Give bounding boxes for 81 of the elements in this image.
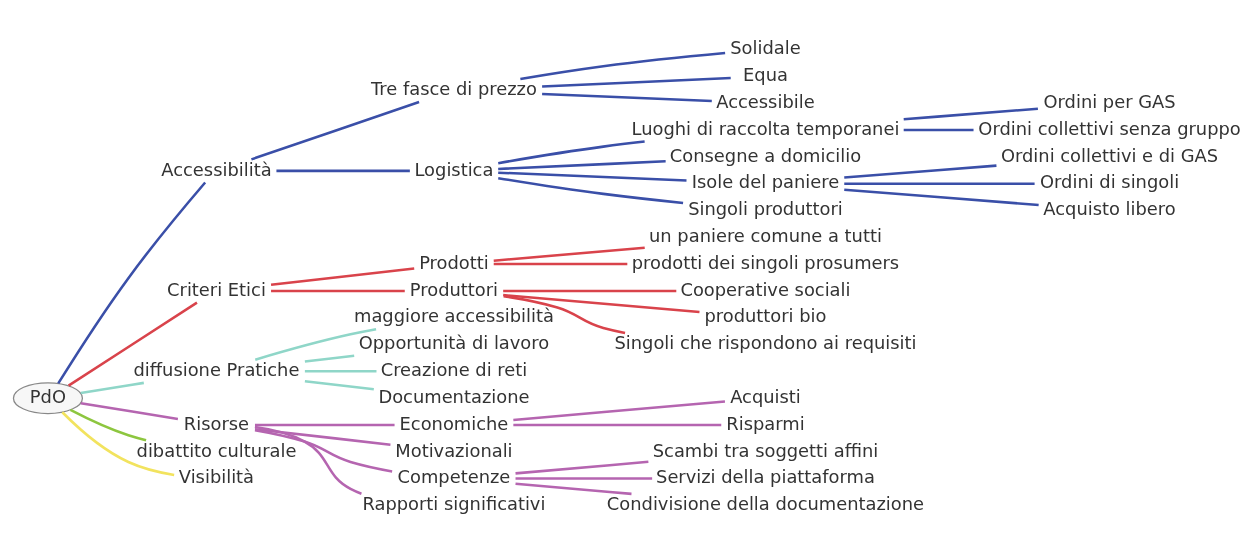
node-text: produttori bio — [704, 304, 827, 326]
connector — [270, 266, 415, 286]
connector — [498, 170, 687, 182]
connector — [498, 176, 684, 204]
connector — [80, 401, 179, 420]
node-text: Logistica — [414, 158, 494, 180]
connector — [304, 369, 377, 373]
node-text: prodotti dei singoli prosumers — [631, 251, 900, 273]
node-text: Ordini collettivi e di GAS — [1000, 144, 1219, 166]
connector — [254, 327, 377, 361]
connector — [844, 163, 997, 179]
connector — [493, 262, 628, 265]
node-text: Singoli che rispondono ai requisiti — [614, 331, 917, 353]
connector — [251, 100, 420, 161]
node-text: Solidale — [730, 36, 801, 58]
node-text: diffusione Pratiche — [133, 358, 300, 380]
node-text: Prodotti — [419, 251, 489, 273]
connector — [67, 301, 198, 387]
node-text: Documentazione — [378, 385, 530, 407]
connector — [254, 425, 362, 495]
node-text: Creazione di reti — [380, 358, 528, 380]
node-text: Tre fasce di prezzo — [371, 77, 537, 99]
connector — [542, 76, 731, 88]
node-text: Accessibile — [716, 90, 815, 112]
connector — [844, 181, 1035, 185]
connector — [304, 354, 355, 363]
node-text: Cooperative sociali — [680, 278, 851, 300]
connector — [515, 476, 653, 480]
node-text: Economiche — [399, 412, 509, 434]
connector — [304, 379, 374, 390]
node-text: Rapporti significativi — [362, 492, 546, 514]
connector — [276, 169, 410, 172]
node-text: dibattito culturale — [136, 439, 297, 460]
node-text: Accessibilità — [161, 158, 272, 180]
connector — [503, 294, 626, 334]
node-text: Ordini collettivi senza gruppo — [978, 117, 1241, 139]
node-text: Singoli produttori — [688, 197, 843, 219]
node-text: maggiore accessibilità — [354, 304, 554, 326]
connector — [498, 139, 645, 164]
node-text: Ordini di singoli — [1040, 170, 1180, 192]
connector — [254, 428, 393, 473]
node-text: Condivisione della documentazione — [606, 492, 925, 514]
connector — [271, 289, 405, 292]
connector — [903, 106, 1038, 121]
node-text: Produttori — [409, 278, 499, 300]
node-text: Ordini per GAS — [1043, 90, 1176, 112]
connector — [254, 423, 395, 426]
node-text: Equa — [743, 63, 788, 85]
node-text: Competenze — [397, 465, 511, 487]
node-text: Isole del paniere — [691, 170, 840, 192]
connector — [254, 427, 391, 446]
node-text: Scambi tra soggetti affini — [652, 439, 879, 460]
node-text: Acquisto libero — [1043, 197, 1176, 219]
connector — [69, 408, 147, 441]
node-text: Servizi della piattaforma — [656, 465, 875, 487]
connector — [542, 92, 712, 102]
connector — [513, 399, 726, 421]
node-text: un paniere comune a tutti — [649, 224, 882, 246]
node-text: Risorse — [183, 412, 250, 434]
node-text: Risparmi — [726, 412, 805, 434]
node-text: Motivazionali — [395, 439, 513, 460]
node-text: Acquisti — [730, 385, 801, 407]
connector — [493, 245, 645, 262]
connector — [80, 381, 144, 394]
connector — [903, 128, 974, 131]
node-text: Visibilità — [178, 465, 255, 487]
connector — [515, 482, 632, 495]
connector — [844, 187, 1039, 206]
connector — [503, 293, 700, 313]
connector — [498, 159, 666, 170]
connector — [513, 423, 722, 426]
node-text: Opportunità di lavoro — [358, 331, 550, 353]
node-text: Consegne a domicilio — [669, 144, 862, 166]
connector — [57, 181, 207, 384]
node-ellipse: PdO — [12, 381, 84, 414]
connector — [520, 51, 726, 80]
node-text: Criteri Etici — [167, 278, 266, 300]
connector — [503, 289, 677, 292]
node-text: Luoghi di raccolta temporanei — [631, 117, 900, 139]
connector — [61, 410, 175, 476]
connector — [515, 460, 649, 475]
